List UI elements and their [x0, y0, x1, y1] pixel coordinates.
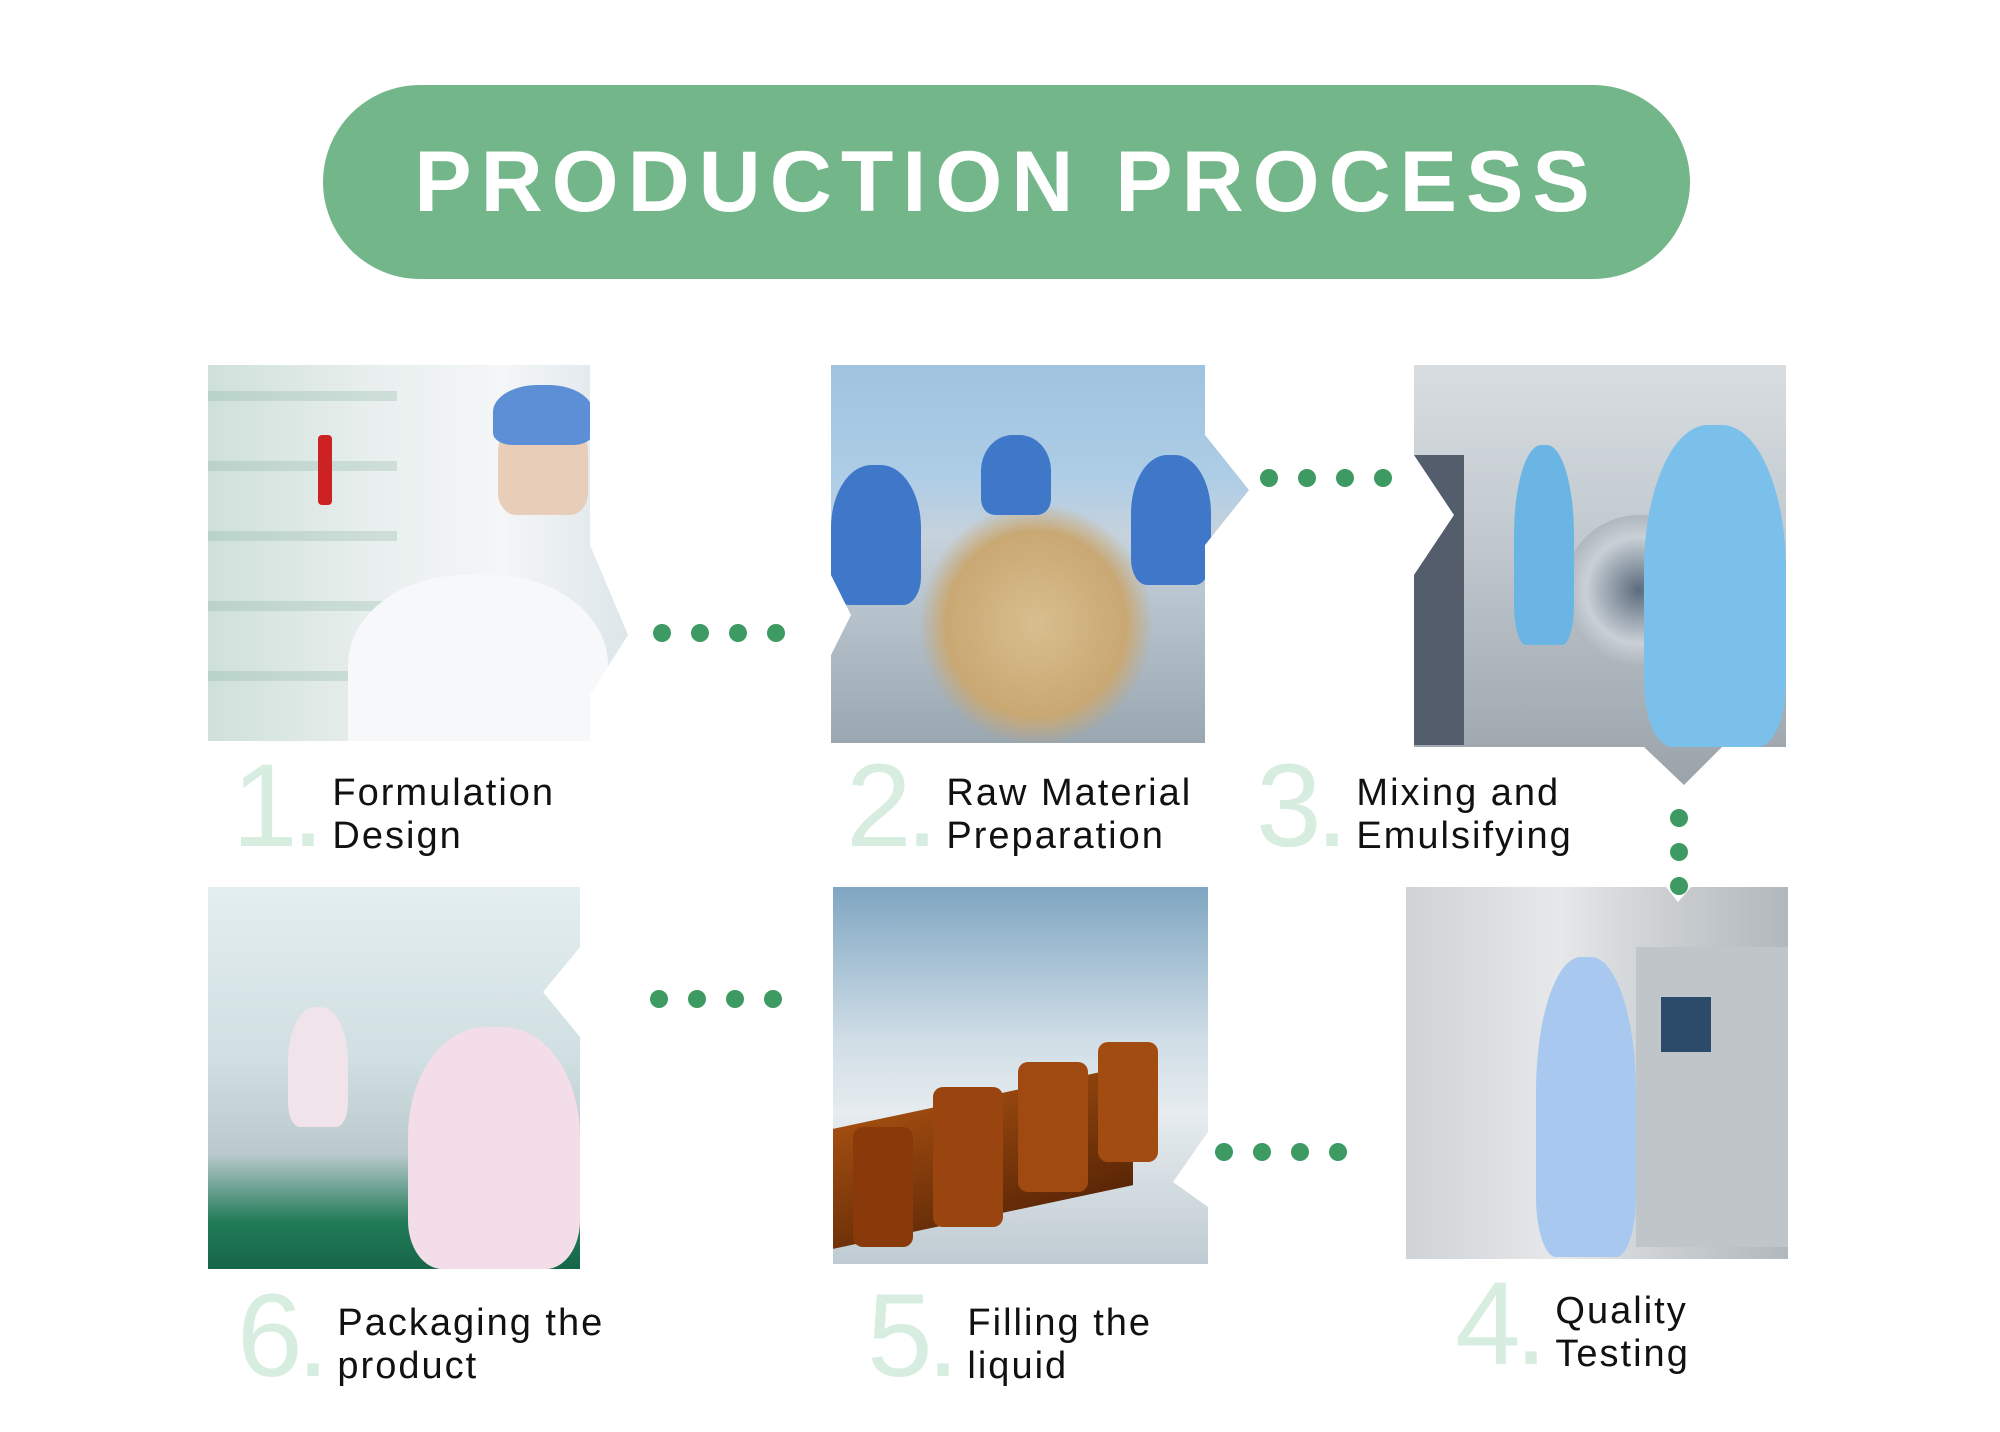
step-title: liquid: [967, 1345, 1069, 1387]
photo-raw-material-preparation: [831, 365, 1249, 743]
photo-quality-testing: [1406, 887, 1788, 1259]
photo-formulation-design: [208, 365, 628, 741]
step-title: Formulation: [332, 772, 556, 814]
step-title: Raw Material: [946, 772, 1193, 814]
photo-packaging-product: [208, 887, 580, 1269]
step-title: Testing: [1555, 1333, 1690, 1375]
step-title: Packaging the: [337, 1302, 605, 1344]
step-title: product: [337, 1345, 479, 1387]
step-title: Design: [332, 815, 463, 857]
connector-dots-4-5: [1215, 1143, 1347, 1161]
step-number: 2.: [846, 740, 938, 872]
step-number: 1.: [232, 740, 324, 872]
step-number: 6.: [237, 1270, 329, 1402]
photo-mixing-emulsifying: [1414, 365, 1786, 785]
step-number: 5.: [867, 1270, 959, 1402]
connector-dots-1-2: [653, 624, 785, 642]
connector-dots-5-6: [650, 990, 782, 1008]
connector-dots-2-3: [1260, 469, 1392, 487]
step-number: 3.: [1256, 740, 1348, 872]
step-title: Preparation: [946, 815, 1165, 857]
step-title: Quality: [1555, 1290, 1688, 1332]
step-title: Mixing and: [1356, 772, 1561, 814]
page-title: PRODUCTION PROCESS: [414, 133, 1599, 230]
step-title: Emulsifying: [1356, 815, 1573, 857]
step-title: Filling the: [967, 1302, 1153, 1344]
title-banner: PRODUCTION PROCESS: [323, 85, 1690, 279]
photo-filling-liquid: [833, 887, 1208, 1264]
connector-dots-3-4: [1670, 809, 1688, 895]
step-number: 4.: [1455, 1258, 1547, 1390]
